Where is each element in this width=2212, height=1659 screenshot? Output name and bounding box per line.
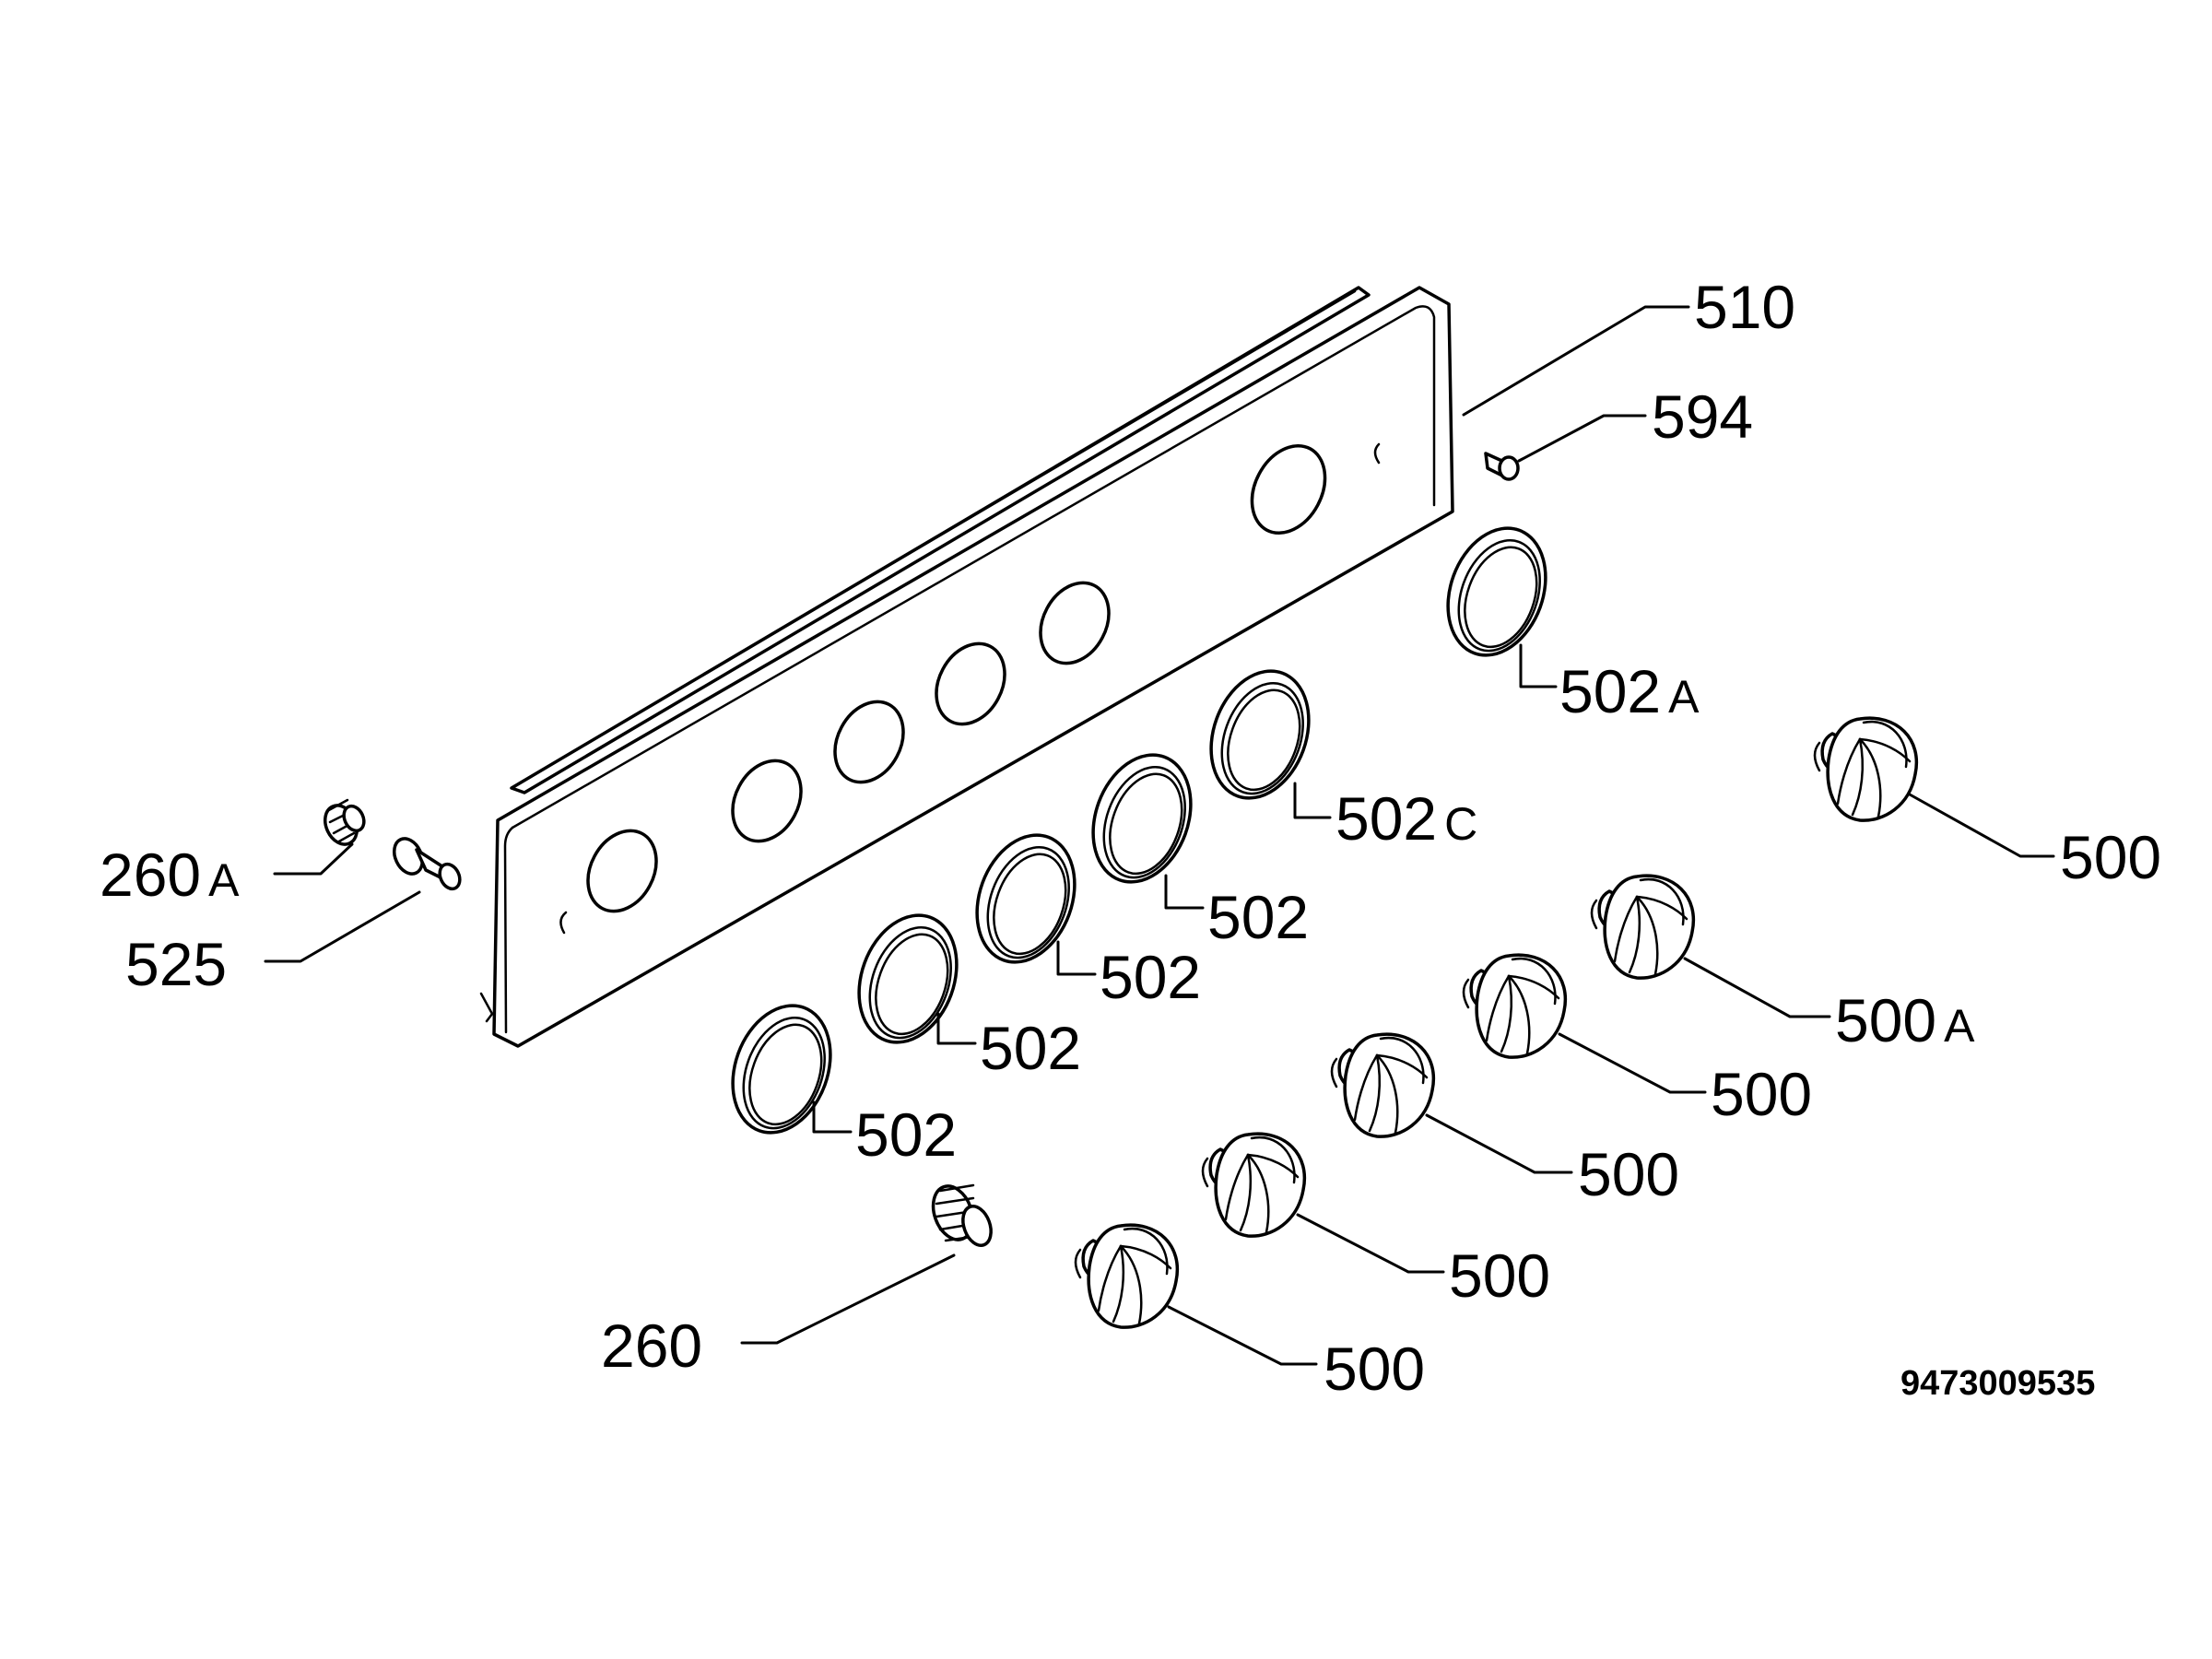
control-knob-500a xyxy=(1590,874,1696,980)
label-500-2: 500 xyxy=(1711,1060,1812,1128)
label-500-5: 500 xyxy=(1324,1335,1425,1403)
panel-knob-holes xyxy=(586,443,1327,913)
spring-260 xyxy=(931,1183,993,1247)
control-knob-500-3 xyxy=(1330,1032,1436,1138)
label-594: 594 xyxy=(1652,382,1753,451)
screw-594 xyxy=(1484,452,1520,481)
label-525: 525 xyxy=(125,930,227,998)
bush-525 xyxy=(393,837,462,891)
label-260: 260 xyxy=(601,1312,702,1380)
label-502-1: 502 xyxy=(855,1100,957,1169)
leader-lines xyxy=(264,305,2055,1366)
trim-ring-502-3 xyxy=(958,819,1094,978)
label-502-3: 502 xyxy=(1100,943,1201,1011)
spring-260a xyxy=(324,798,366,846)
drawing-number: 9473009535 xyxy=(1900,1364,2095,1403)
control-knob-500-2 xyxy=(1462,953,1568,1059)
label-502-4: 502 xyxy=(1207,883,1309,951)
trim-ring-502-4 xyxy=(1074,739,1210,898)
label-510: 510 xyxy=(1694,273,1795,341)
label-500-3: 500 xyxy=(1578,1140,1679,1208)
label-502-2: 502 xyxy=(980,1014,1081,1082)
control-knob-500-top xyxy=(1813,716,1919,822)
label-500-4: 500 xyxy=(1449,1241,1550,1310)
trim-ring-502a xyxy=(1429,512,1565,671)
label-500-top: 500 xyxy=(2060,823,2161,891)
trim-ring-502-1 xyxy=(713,990,850,1148)
control-panel-510 xyxy=(479,286,1454,1048)
trim-ring-502c xyxy=(1192,655,1328,814)
control-knob-500-4 xyxy=(1201,1132,1307,1238)
trim-ring-502-2 xyxy=(840,900,976,1058)
control-knob-500-5 xyxy=(1074,1223,1180,1329)
